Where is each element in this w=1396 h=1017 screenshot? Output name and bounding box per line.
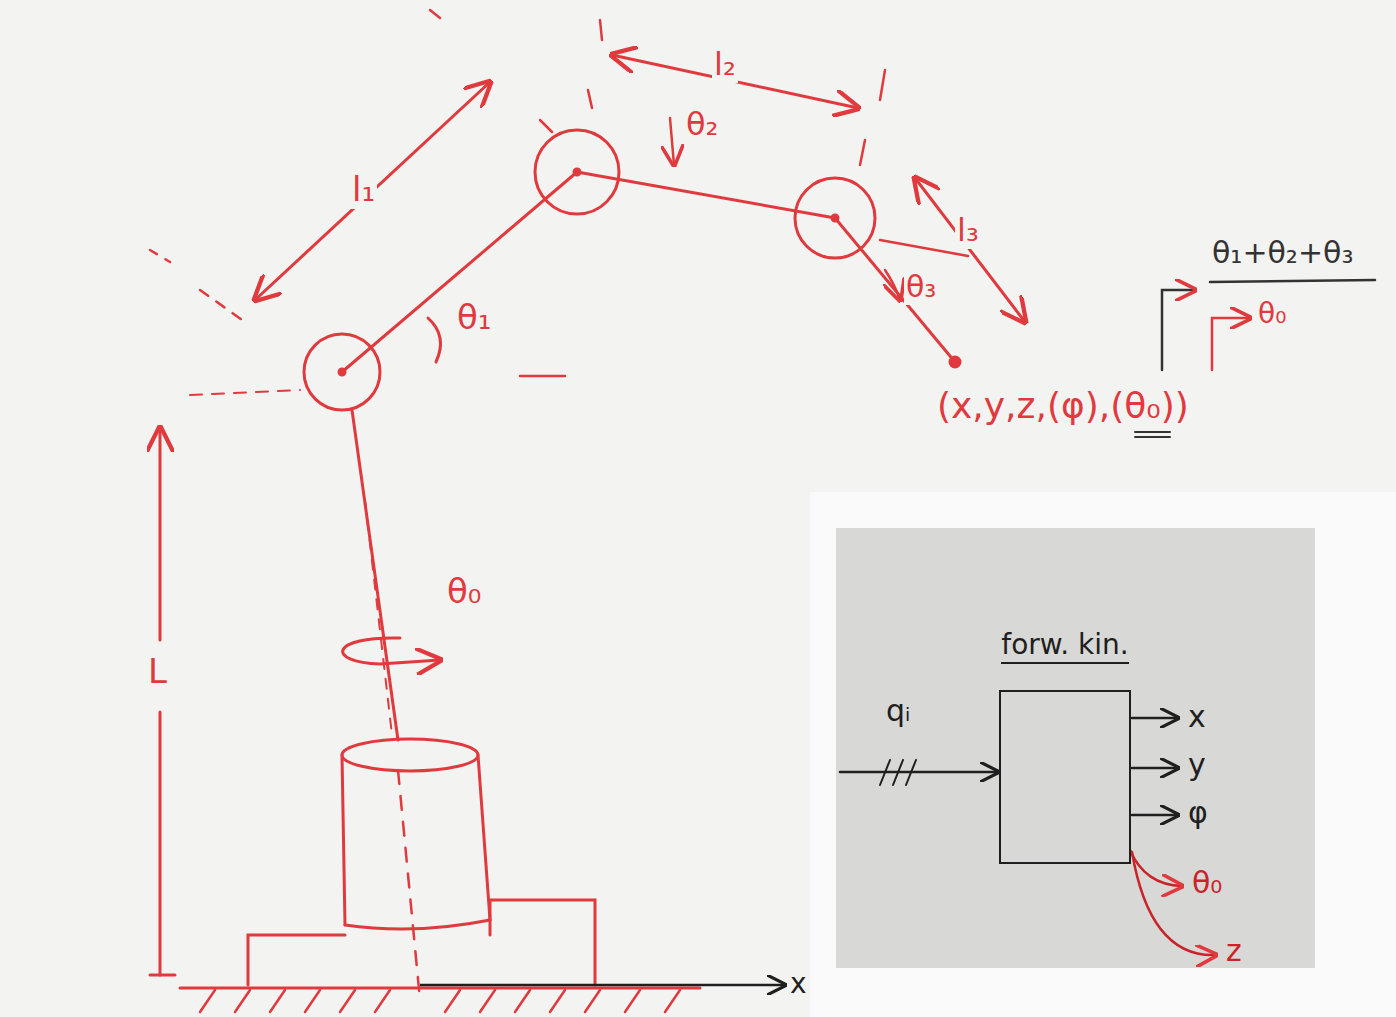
dimension-line: [159, 712, 162, 975]
angle-label: θ₃: [904, 270, 938, 305]
output-arrow: [1132, 814, 1178, 817]
signal-name: qᵢ: [884, 694, 912, 729]
signal-name: θ₀: [1190, 866, 1224, 901]
angle-label: θ₂: [684, 106, 720, 143]
block-outline: [999, 690, 1131, 864]
joint-circle: [795, 178, 875, 258]
input-arrow: [840, 771, 998, 774]
joint-circle: [535, 130, 619, 214]
function-block: forw. kin.: [992, 628, 1138, 864]
signal-name: z: [1224, 934, 1244, 969]
pose-tuple: (x,y,z,(φ),(θ₀)): [935, 385, 1191, 426]
arm-link: [577, 172, 835, 218]
output-arrow: [1132, 767, 1178, 770]
ground-line: [180, 987, 700, 990]
signal-name: x: [1186, 700, 1208, 735]
dimension-label: l₃: [955, 212, 981, 249]
output-arrow: [1132, 717, 1178, 720]
reference-line: [520, 375, 565, 378]
leader-arrow: [1212, 318, 1250, 370]
arm-link: [835, 218, 955, 362]
angle-label: θ₁: [455, 298, 493, 337]
signal-name: y: [1186, 748, 1208, 783]
leader-arrow: [1162, 290, 1195, 370]
angle-label: θ₀: [1256, 298, 1288, 330]
dimension-tick: [150, 974, 175, 977]
block-title: forw. kin.: [1001, 628, 1128, 664]
end-effector-dot: [950, 357, 960, 367]
signal-name: φ: [1186, 796, 1210, 831]
dimension-line: [159, 428, 162, 640]
arm-link: [342, 172, 577, 372]
reference-line: [190, 390, 300, 395]
axis-line: [398, 770, 420, 1000]
rotation-arrow: [343, 638, 440, 664]
axis-line: [365, 500, 392, 735]
dimension-label: l₁: [350, 170, 377, 209]
axis-label: x: [788, 968, 809, 1000]
ground-hatch: [200, 990, 680, 1012]
angle-arc: [428, 318, 441, 362]
column-link: [352, 410, 398, 740]
base-platform: [248, 900, 595, 985]
angle-arrow: [885, 270, 900, 300]
base-cylinder: [342, 739, 490, 929]
x-axis: [420, 984, 785, 987]
underline: [1210, 280, 1375, 282]
angle-label: θ₀: [445, 572, 483, 611]
inset-panel: [810, 492, 1396, 1017]
formula-label: θ₁+θ₂+θ₃: [1210, 236, 1355, 271]
dimension-line: [255, 82, 490, 300]
dimension-label: l₂: [712, 46, 738, 83]
inset-photo: [836, 528, 1315, 968]
angle-arrow: [670, 118, 674, 165]
dimension-label: L: [146, 652, 169, 691]
joint-circle: [304, 334, 380, 410]
